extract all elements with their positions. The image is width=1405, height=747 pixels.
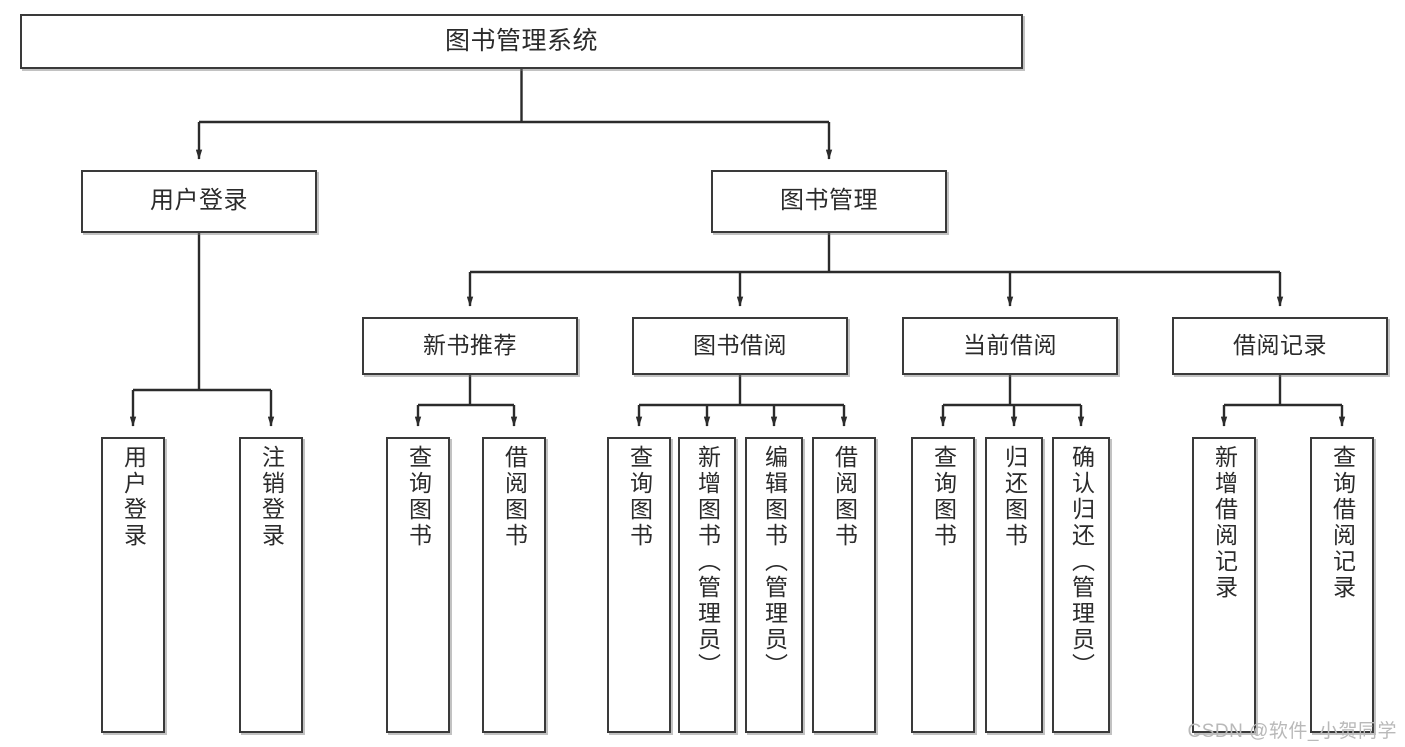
node-box-leaf-2[interactable]: 查询图书	[386, 437, 450, 733]
node-label-l2-1: 图书借阅	[693, 332, 787, 359]
node-box-l2-3[interactable]: 借阅记录	[1172, 317, 1388, 375]
node-box-leaf-1[interactable]: 注销登录	[239, 437, 303, 733]
node-label-leaf-2: 查询图书	[405, 445, 432, 549]
node-label-leaf-12: 查询借阅记录	[1329, 445, 1356, 601]
node-label-leaf-0: 用户登录	[120, 445, 147, 549]
node-label-leaf-7: 借阅图书	[831, 445, 858, 549]
node-label-l2-3: 借阅记录	[1233, 332, 1327, 359]
node-box-l1-0[interactable]: 用户登录	[81, 170, 317, 233]
node-label-leaf-3: 借阅图书	[501, 445, 528, 549]
node-label-leaf-5: 新增图书（管理员）	[694, 445, 721, 679]
node-box-leaf-6[interactable]: 编辑图书（管理员）	[745, 437, 803, 733]
node-label-leaf-9: 归还图书	[1001, 445, 1028, 549]
node-label-l2-2: 当前借阅	[963, 332, 1057, 359]
node-box-leaf-9[interactable]: 归还图书	[985, 437, 1043, 733]
node-box-leaf-3[interactable]: 借阅图书	[482, 437, 546, 733]
node-box-leaf-5[interactable]: 新增图书（管理员）	[678, 437, 736, 733]
node-label-leaf-11: 新增借阅记录	[1211, 445, 1238, 601]
node-label-leaf-4: 查询图书	[626, 445, 653, 549]
node-box-leaf-10[interactable]: 确认归还（管理员）	[1052, 437, 1110, 733]
node-box-l2-1[interactable]: 图书借阅	[632, 317, 848, 375]
node-box-l1-1[interactable]: 图书管理	[711, 170, 947, 233]
node-box-root[interactable]: 图书管理系统	[20, 14, 1023, 69]
node-label-leaf-6: 编辑图书（管理员）	[761, 445, 788, 679]
node-label-l2-0: 新书推荐	[423, 332, 517, 359]
node-label-l1-1: 图书管理	[780, 187, 878, 215]
node-box-leaf-0[interactable]: 用户登录	[101, 437, 165, 733]
node-box-leaf-8[interactable]: 查询图书	[911, 437, 975, 733]
node-label-leaf-1: 注销登录	[258, 445, 285, 549]
node-label-root: 图书管理系统	[444, 26, 598, 55]
node-box-leaf-4[interactable]: 查询图书	[607, 437, 671, 733]
node-box-leaf-11[interactable]: 新增借阅记录	[1192, 437, 1256, 733]
node-box-l2-0[interactable]: 新书推荐	[362, 317, 578, 375]
watermark-text: CSDN @软件_小贺同学	[1187, 721, 1397, 742]
node-box-leaf-12[interactable]: 查询借阅记录	[1310, 437, 1374, 733]
node-label-leaf-8: 查询图书	[930, 445, 957, 549]
node-label-l1-0: 用户登录	[150, 187, 248, 215]
node-label-leaf-10: 确认归还（管理员）	[1068, 445, 1095, 679]
node-box-leaf-7[interactable]: 借阅图书	[812, 437, 876, 733]
node-box-l2-2[interactable]: 当前借阅	[902, 317, 1118, 375]
